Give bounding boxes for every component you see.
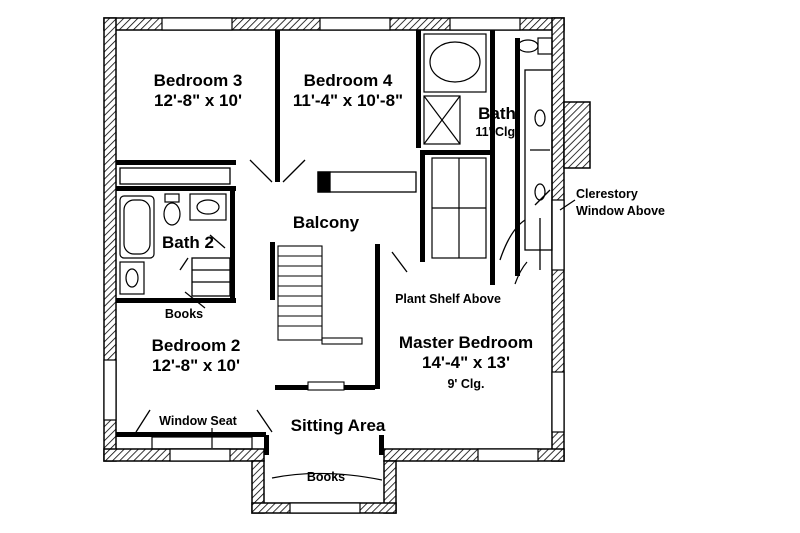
window-seat-label: Window Seat <box>159 414 238 428</box>
bedroom4-size: 11'-4" x 10'-8" <box>293 91 403 110</box>
built-ins <box>151 199 576 481</box>
bedroom4-name: Bedroom 4 <box>304 71 393 90</box>
closets <box>119 69 553 297</box>
bath-name: Bath <box>478 104 516 123</box>
bedroom2-name: Bedroom 2 <box>152 336 241 355</box>
clerestory-line1: Clerestory <box>576 187 638 201</box>
books-sitting-label: Books <box>307 470 345 484</box>
bedroom3-size: 12'-8" x 10' <box>154 91 242 110</box>
bath-fixtures <box>119 33 553 295</box>
master-name: Master Bedroom <box>399 333 533 352</box>
windows <box>103 17 565 514</box>
plant-shelf-label: Plant Shelf Above <box>395 292 501 306</box>
sitting-name: Sitting Area <box>291 416 386 435</box>
annotation-labels: Clerestory Window Above Plant Shelf Abov… <box>159 187 665 484</box>
bath-note: 11' Clg. <box>475 125 518 139</box>
bedroom2-size: 12'-8" x 10' <box>152 356 240 375</box>
balcony-name: Balcony <box>293 213 360 232</box>
room-labels: Bedroom 3 12'-8" x 10' Bedroom 4 11'-4" … <box>152 71 533 435</box>
doors <box>135 159 551 433</box>
books-bath-label: Books <box>165 307 203 321</box>
bath2-name: Bath 2 <box>162 233 214 252</box>
clerestory-line2: Window Above <box>576 204 665 218</box>
master-note: 9' Clg. <box>447 377 484 391</box>
bedroom3-name: Bedroom 3 <box>154 71 243 90</box>
master-size: 14'-4" x 13' <box>422 353 510 372</box>
stairs <box>277 245 363 391</box>
